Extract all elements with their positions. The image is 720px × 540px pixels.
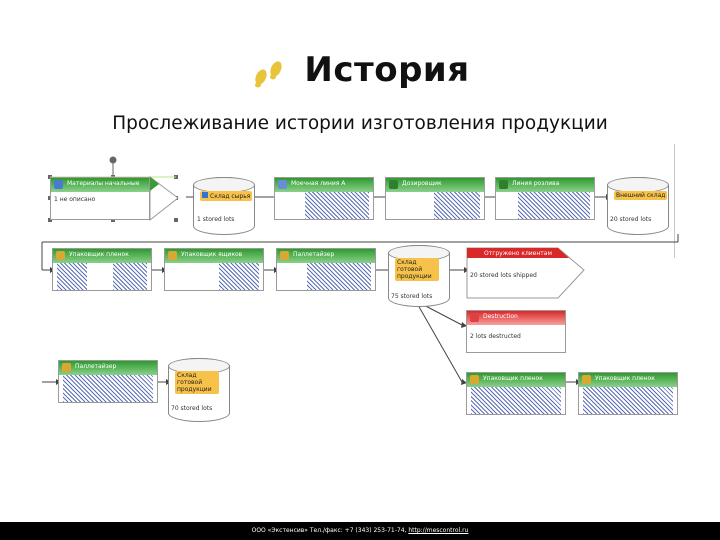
node-label: Склад сырья: [210, 193, 251, 200]
node-text: 20 stored lots: [610, 216, 652, 223]
node-dispenser[interactable]: Дозировщик: [385, 177, 485, 220]
materials-arrow-shape: [149, 176, 179, 222]
hatch-area: [307, 263, 371, 290]
node-label: Дозировщик: [402, 180, 442, 187]
footer-contact: ООО «Экстенсив» Тел./факс: +7 (343) 253-…: [251, 527, 407, 534]
node-stock[interactable]: Внешний склад 20 stored lots: [607, 177, 669, 235]
node-text: 2 lots destructed: [470, 333, 521, 340]
page-subtitle: Прослеживание истории изготовления проду…: [112, 113, 608, 134]
node-label: Упаковщик пленок: [69, 251, 129, 258]
node-raw-store[interactable]: Склад сырья 1 stored lots: [193, 177, 255, 235]
node-label: Destruction: [483, 313, 518, 320]
hatch-area: [434, 192, 480, 219]
node-pack1[interactable]: Упаковщик пленок: [52, 248, 152, 291]
node-pack4[interactable]: Упаковщик пленок: [578, 372, 678, 415]
node-filling-line[interactable]: Линия розлива: [495, 177, 595, 220]
node-label: Паллетайзер: [293, 251, 335, 258]
page-title-block: История: [0, 50, 720, 92]
node-pack3[interactable]: Упаковщик пленок: [466, 372, 566, 415]
node-fg-store[interactable]: Склад готовой продукции 75 stored lots: [388, 245, 450, 307]
hatch-area: [305, 192, 369, 219]
footer-text: ООО «Экстенсив» Тел./факс: +7 (343) 253-…: [0, 527, 720, 534]
node-palletizer2[interactable]: Паллетайзер: [58, 360, 158, 403]
node-text: 70 stored lots: [171, 405, 213, 412]
box-icon: [582, 375, 591, 384]
node-fg-store2[interactable]: Склад готовой продукции 70 stored lots: [168, 358, 230, 422]
box-icon: [280, 251, 289, 260]
node-materials[interactable]: Материалы начальные 1 не описано: [50, 177, 150, 220]
page-title: История: [304, 50, 470, 90]
node-label: Упаковщик пленок: [483, 375, 543, 382]
hatch-area: [518, 192, 590, 219]
hatch-area: [57, 263, 87, 290]
node-label: Склад готовой продукции: [177, 372, 212, 393]
node-label: Моечная линия А: [291, 180, 346, 187]
footprints-icon: [250, 58, 290, 88]
box-icon: [56, 251, 65, 260]
node-text: 1 stored lots: [197, 216, 235, 223]
node-pack2[interactable]: Упаковщик ящиков: [164, 248, 264, 291]
node-text: 75 stored lots: [391, 293, 433, 300]
box-icon: [168, 251, 177, 260]
node-label: Линия розлива: [512, 180, 560, 187]
node-label: Паллетайзер: [75, 363, 117, 370]
history-diagram: Материалы начальные 1 не описано Склад с…: [38, 150, 679, 450]
node-line-a[interactable]: Моечная линия А: [274, 177, 374, 220]
node-label: Упаковщик ящиков: [181, 251, 243, 258]
hatch-area: [219, 263, 259, 290]
node-shipped-label: Отгружено клиентам: [484, 250, 552, 257]
node-label: Склад готовой продукции: [397, 259, 432, 280]
box-icon: [62, 363, 71, 372]
materials-icon: [54, 180, 63, 189]
store-icon: [202, 192, 208, 198]
node-shipped-text: 20 stored lots shipped: [470, 272, 537, 279]
hatch-area: [113, 263, 147, 290]
brush-icon: [499, 180, 508, 189]
footer-link[interactable]: http://mescontrol.ru: [408, 527, 469, 534]
node-palletizer[interactable]: Паллетайзер: [276, 248, 376, 291]
node-destruction[interactable]: Destruction 2 lots destructed: [466, 310, 566, 353]
hatch-area: [471, 387, 561, 414]
node-label: Материалы начальные: [67, 180, 140, 187]
shipped-arrow-shape: [466, 247, 585, 299]
divider: [674, 144, 675, 258]
node-label: Внешний склад: [616, 192, 666, 199]
bucket-icon: [278, 180, 287, 189]
close-icon: [470, 313, 479, 322]
footer-bar: [0, 522, 720, 540]
hatch-area: [63, 375, 153, 402]
hatch-area: [583, 387, 673, 414]
node-label: Упаковщик пленок: [595, 375, 655, 382]
brush-icon: [389, 180, 398, 189]
node-text: 1 не описано: [54, 196, 96, 203]
box-icon: [470, 375, 479, 384]
